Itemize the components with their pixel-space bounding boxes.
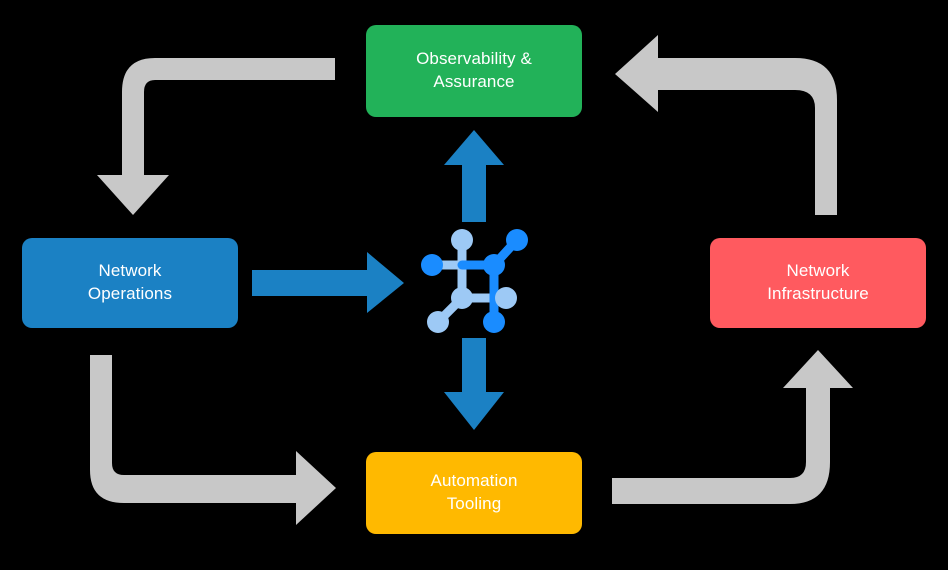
network-topology-icon <box>421 229 528 333</box>
flow-arrow-operations-to-automation <box>90 355 336 525</box>
node-box-infrastructure[interactable]: Network Infrastructure <box>710 238 926 328</box>
accent-arrow-hub-to-observability <box>444 130 504 222</box>
network-node-left <box>421 254 443 276</box>
network-edges-secondary <box>427 235 501 327</box>
network-node-bottom-left <box>427 311 449 333</box>
flow-arrow-observability-to-operations <box>97 58 335 215</box>
flow-arrow-automation-to-infrastructure <box>612 350 853 504</box>
network-edges-primary <box>457 235 522 327</box>
node-box-operations[interactable]: Network Operations <box>22 238 238 328</box>
network-node-top-left <box>451 229 473 251</box>
accent-arrow-operations-to-hub <box>252 252 404 313</box>
network-node-right <box>495 287 517 309</box>
node-box-observability[interactable]: Observability & Assurance <box>366 25 582 117</box>
network-node-top-right <box>506 229 528 251</box>
network-nodes <box>421 229 528 333</box>
network-node-center <box>483 254 505 276</box>
accent-arrow-hub-to-automation <box>444 338 504 430</box>
node-box-automation[interactable]: Automation Tooling <box>366 452 582 534</box>
network-node-mid-left <box>451 287 473 309</box>
flow-arrow-infrastructure-to-observability <box>615 35 837 215</box>
network-node-bottom <box>483 311 505 333</box>
